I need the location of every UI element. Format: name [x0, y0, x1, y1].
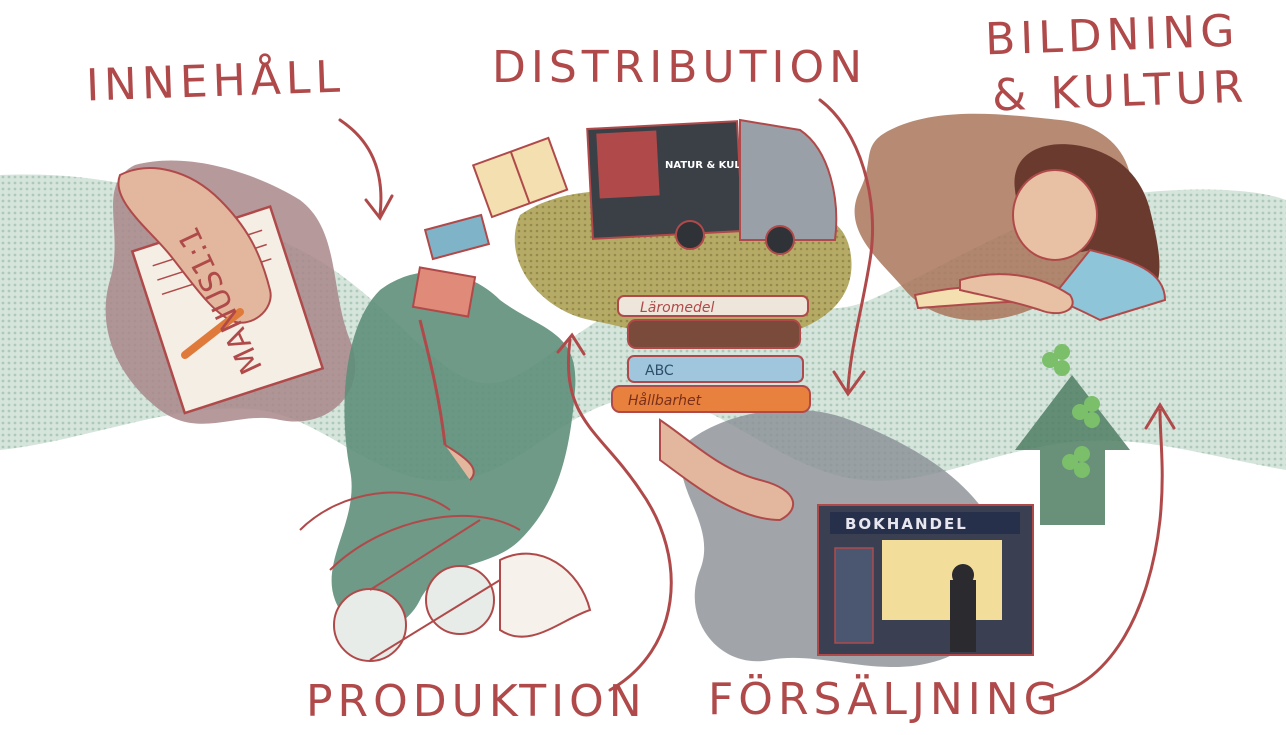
truck: NATUR & KULTUR — [586, 118, 838, 255]
label-innehall: INNEHÅLL — [85, 51, 346, 112]
book-brown — [627, 319, 801, 349]
label-distribution: DISTRIBUTION — [492, 42, 868, 93]
book-abc-title: ABC — [645, 363, 674, 379]
arrowhead-distribution — [832, 370, 866, 397]
floating-books — [411, 136, 569, 318]
label-bildning-line1: BILDNING — [984, 5, 1241, 66]
printing-press — [299, 319, 592, 662]
truck-logo: NATUR & KULTUR — [665, 160, 762, 171]
arrow-produktion-distribution — [567, 338, 673, 692]
label-produktion: PRODUKTION — [306, 676, 647, 727]
bookshop: BOKHANDEL — [817, 504, 1034, 656]
arrowhead-produktion — [556, 332, 586, 356]
book-abc — [627, 355, 804, 383]
girl-reading — [913, 144, 1167, 322]
shop-sign: BOKHANDEL — [845, 515, 968, 533]
book-laromedel — [617, 295, 809, 317]
arrow-forsaljning-bildning — [1038, 408, 1164, 700]
book-hallbarhet — [611, 385, 811, 413]
book-hallbarhet-title: Hållbarhet — [628, 392, 702, 409]
book-stack: Läromedel ABC Hållbarhet — [611, 295, 811, 522]
flow-arrows — [338, 98, 1176, 700]
arrow-innehall-produktion — [338, 118, 383, 217]
arrowhead-innehall — [364, 194, 394, 221]
arrowhead-forsaljning — [1144, 402, 1176, 430]
book-laromedel-title: Läromedel — [640, 300, 714, 316]
label-forsaljning: FÖRSÄLJNING — [708, 674, 1063, 725]
label-bildning-line2: & KULTUR — [991, 61, 1250, 122]
manuscript-hand: MANUS1:1 — [117, 167, 325, 415]
growth-arrow — [1015, 344, 1130, 525]
arrow-distribution-forsaljning — [818, 98, 874, 392]
clover-icons — [1042, 344, 1100, 478]
